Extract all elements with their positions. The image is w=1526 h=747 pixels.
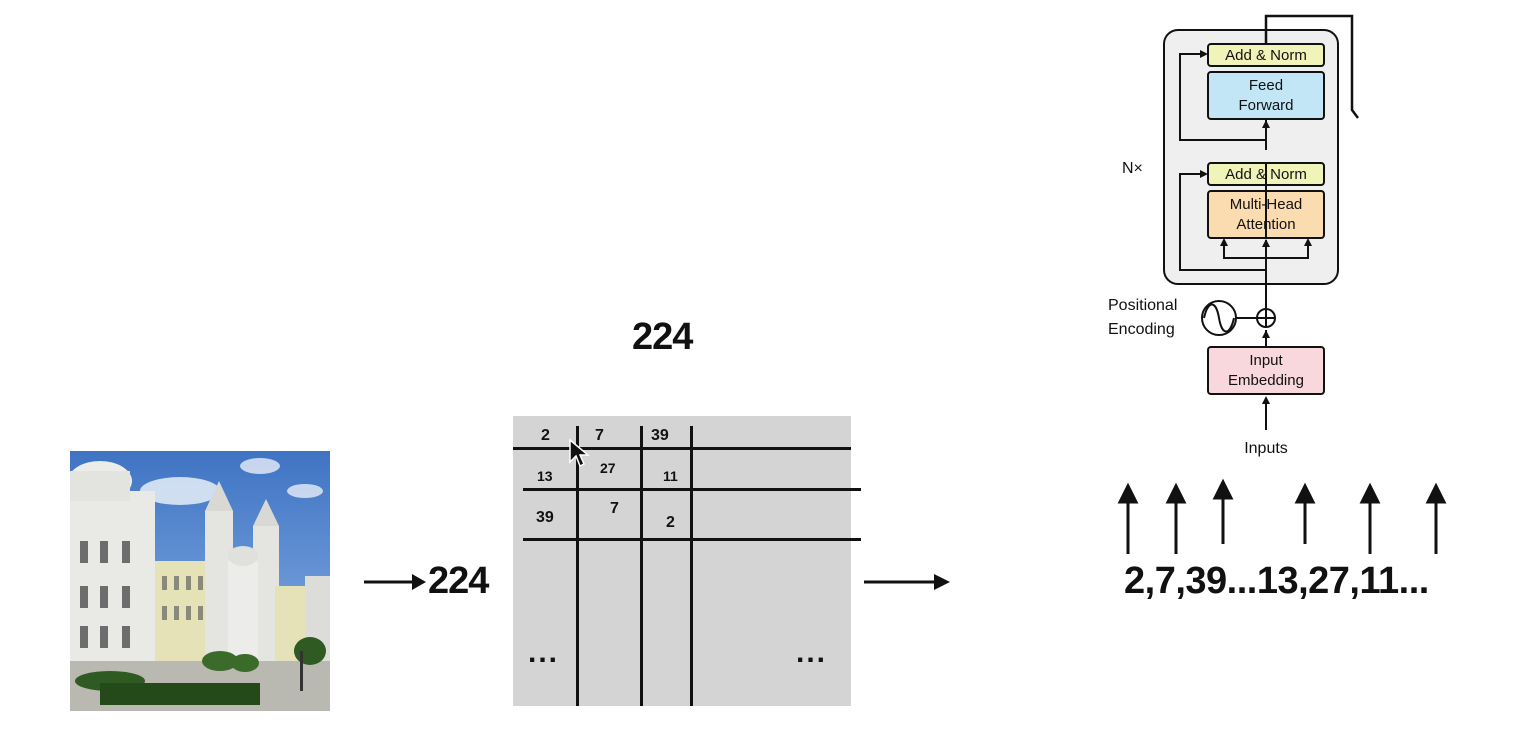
arrow-grid-to-sequence [864, 574, 950, 590]
grid-col-line-1 [576, 426, 579, 706]
patch-token: 7 [595, 427, 604, 444]
input-embedding-label-2: Embedding [1228, 372, 1304, 389]
patch-token: 39 [651, 427, 669, 444]
grid-col-line-3 [690, 426, 693, 706]
token-input-arrows [1117, 478, 1447, 554]
encoder-output-line [1264, 14, 1359, 119]
patch-token: 2 [541, 427, 550, 444]
arrow-photo-to-grid [364, 574, 426, 590]
grid-row-line-1 [513, 447, 851, 450]
patch-token: 27 [600, 460, 616, 476]
feed-forward-label-1: Feed [1249, 77, 1283, 94]
mouse-cursor-icon [569, 438, 590, 468]
add-norm-top-label: Add & Norm [1225, 47, 1307, 64]
inputs-label: Inputs [1244, 440, 1288, 457]
repeat-label: N× [1122, 160, 1143, 177]
add-norm-top-box [1207, 43, 1325, 67]
feed-forward-label-2: Forward [1238, 97, 1293, 114]
image-height-label: 224 [428, 560, 489, 602]
patch-grid: 2 7 39 13 27 11 39 7 2 ... ... [513, 416, 861, 706]
input-embedding-label-1: Input [1249, 352, 1283, 369]
input-embedding-box [1207, 346, 1325, 395]
transformer-encoder-diagram: Add & Norm Feed Forward Add & Norm Multi… [1108, 14, 1359, 457]
patch-token: 2 [666, 514, 675, 531]
patch-token: 39 [536, 509, 554, 526]
patch-token: 11 [663, 468, 678, 484]
patch-token: 7 [610, 500, 619, 517]
building-photo [70, 451, 330, 711]
grid-col-line-2 [640, 426, 643, 706]
positional-encoding-label-2: Encoding [1108, 321, 1175, 338]
grid-ellipsis-left: ... [528, 636, 560, 669]
grid-ellipsis-right: ... [796, 636, 828, 669]
token-sequence: 2,7,39...13,27,11... [1124, 560, 1429, 602]
patch-token: 13 [537, 468, 553, 484]
image-width-label: 224 [632, 316, 693, 358]
positional-encoding-label-1: Positional [1108, 297, 1177, 314]
